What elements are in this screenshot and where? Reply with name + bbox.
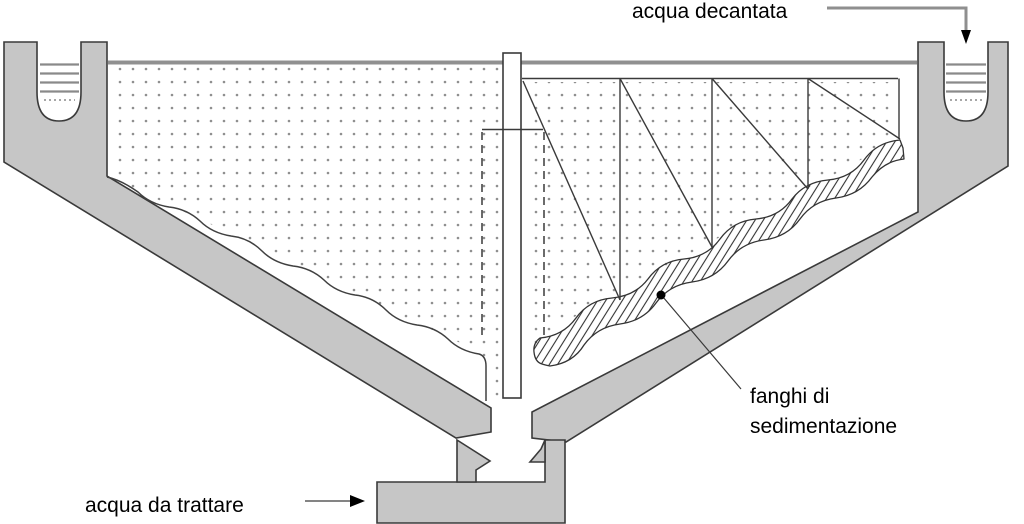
sludge-interface-wavy-line: [106, 176, 487, 401]
sludge-leader: [656, 290, 742, 390]
truss-diagonal: [619, 78, 713, 248]
water-stipple-left: [110, 67, 500, 398]
inlet-box: [376, 439, 566, 524]
right-wall: [531, 41, 1009, 443]
pit-wall-right: [528, 439, 546, 463]
truss-diagonal: [522, 80, 621, 301]
left-wall: [3, 41, 492, 439]
scraper-truss: [522, 77, 901, 301]
truss-diagonal: [711, 78, 809, 190]
decanted-water-label: acqua decantata: [632, 0, 788, 23]
water-stipple-right: [526, 82, 896, 366]
raw-water-arrow: [305, 495, 365, 507]
launder-water-right: [946, 63, 986, 101]
sludge-blanket: [533, 139, 905, 367]
leader-dot-icon: [656, 290, 666, 300]
launder-water-left: [40, 63, 79, 101]
leader-line: [662, 296, 742, 390]
pit-wall-left: [456, 438, 492, 483]
feed-pipe: [502, 52, 522, 399]
decanted-water-leader: [827, 6, 971, 44]
sludge-label-line1: fanghi di: [750, 385, 829, 408]
truss-diagonal: [807, 77, 901, 140]
sludge-label-line2: sedimentazione: [750, 415, 897, 438]
right-arrow-icon: [350, 495, 365, 507]
raw-water-label: acqua da trattare: [85, 494, 244, 517]
down-arrow-icon: [961, 30, 971, 44]
feedwell: [481, 128, 545, 338]
leader-line: [827, 6, 968, 31]
